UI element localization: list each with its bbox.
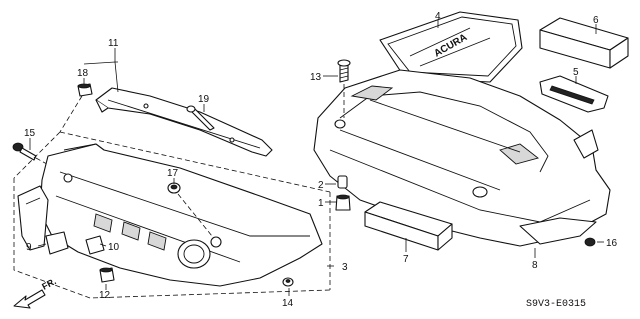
- callout-2: 2: [318, 180, 324, 191]
- foam-pad-9: [45, 231, 69, 255]
- bolt-19: [186, 105, 215, 131]
- diagram-code: S9V3-E0315: [526, 299, 586, 310]
- callout-12: 12: [99, 290, 111, 301]
- assembly-boundary: [13, 95, 331, 299]
- callout-7: 7: [403, 254, 409, 265]
- callout-17: 17: [167, 168, 179, 179]
- engine-cover-main: [313, 69, 611, 247]
- callout-8: 8: [532, 260, 538, 271]
- callout-13: 13: [310, 72, 322, 83]
- callout-1: 1: [318, 198, 324, 209]
- grommet-12: [99, 267, 115, 283]
- side-engine-cover: [39, 143, 323, 287]
- callout-5: 5: [573, 67, 579, 78]
- foam-pad-10: [85, 235, 105, 255]
- callout-14: 14: [282, 298, 294, 309]
- direction-label: FR.: [40, 276, 57, 292]
- bolt-13: [337, 59, 351, 118]
- callout-15: 15: [24, 128, 36, 139]
- bracket-stay: [95, 87, 273, 157]
- arrow-left-down-icon: [13, 289, 46, 309]
- collar-2: [337, 175, 348, 189]
- callout-3: 3: [342, 262, 348, 273]
- small-emblem-badge: [539, 75, 609, 113]
- foam-pad-top: [539, 17, 629, 69]
- grommet-16: [584, 237, 596, 247]
- callout-4: 4: [435, 11, 441, 22]
- callout-19: 19: [198, 94, 210, 105]
- emblem-plate: ACURA: [379, 11, 523, 83]
- grommet-1: [335, 194, 351, 211]
- grommet-18: [77, 83, 93, 97]
- front-direction-indicator: FR.: [13, 276, 58, 309]
- callout-16: 16: [606, 238, 618, 249]
- callout-11: 11: [108, 38, 119, 49]
- callout-6: 6: [593, 15, 599, 26]
- side-cover-front-lip: [17, 185, 49, 251]
- callout-9: 9: [26, 242, 32, 253]
- callout-labels: 1 2 3 4 5 6 7 8 9 10 11 12 13 14 15 16 1…: [24, 11, 618, 309]
- grommet-14: [282, 277, 294, 287]
- callout-18: 18: [77, 68, 89, 79]
- foam-strip-lower: [364, 201, 453, 251]
- leader-lines: [29, 20, 604, 296]
- callout-10: 10: [108, 242, 120, 253]
